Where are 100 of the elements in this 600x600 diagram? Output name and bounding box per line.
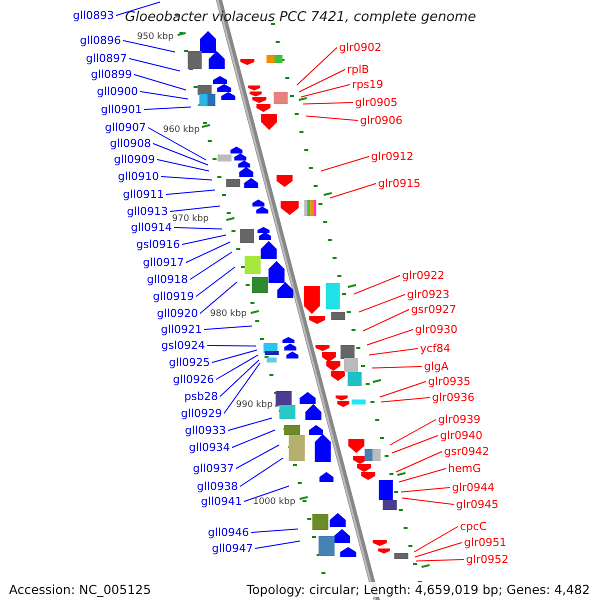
- gene-label: glr0945: [456, 498, 499, 511]
- gene-label: glr0923: [407, 288, 450, 301]
- leader-line: [298, 69, 346, 92]
- accession-text: Accession: NC_005125: [8, 582, 152, 597]
- leader-line: [148, 127, 206, 160]
- gene-label: gll0937: [192, 462, 234, 475]
- gene-label: gll0933: [184, 424, 226, 437]
- leader-line: [390, 419, 436, 446]
- gene-label: gll0925: [168, 356, 210, 369]
- leader-line: [250, 528, 298, 533]
- gene-label: gll0919: [152, 290, 194, 303]
- leader-line: [128, 58, 180, 72]
- gene-label: glr0944: [452, 481, 495, 494]
- leader-line: [396, 451, 442, 472]
- gene-label: glr0906: [360, 114, 403, 127]
- leader-line: [140, 91, 188, 100]
- leader-line: [236, 444, 280, 469]
- gene-label: rplB: [347, 63, 370, 76]
- gene-label: glr0939: [438, 413, 481, 426]
- position-label: 990 kbp: [236, 400, 273, 411]
- leader-line: [402, 498, 454, 505]
- gene-label: gll0896: [80, 34, 121, 47]
- gene-label: gll0934: [188, 441, 230, 454]
- gene-label: hemG: [448, 462, 481, 475]
- gene-label: glr0940: [440, 429, 483, 442]
- leader-line: [368, 348, 418, 356]
- gene-label: gll0899: [90, 68, 132, 81]
- leader-line: [414, 526, 458, 552]
- leader-line: [232, 430, 276, 448]
- genome-title: Gloeobacter violaceus PCC 7421, complete genome: [125, 9, 476, 25]
- leader-line: [372, 366, 422, 368]
- leader-line: [224, 362, 260, 414]
- leader-line: [166, 190, 216, 195]
- position-label: 1000 kbp: [253, 497, 296, 508]
- leader-line: [190, 252, 232, 280]
- summary-text: Topology: circular; Length: 4,659,019 bp; Genes: 4,482: [246, 582, 591, 597]
- gene-label: rps19: [352, 78, 384, 91]
- gene-label: gll0908: [110, 137, 151, 150]
- leader-line: [206, 345, 256, 346]
- position-label: 950 kbp: [137, 32, 174, 43]
- gene-label: gll0929: [180, 407, 222, 420]
- leader-line: [116, 2, 160, 16]
- leader-line: [228, 418, 272, 431]
- gene-label: gll0897: [86, 52, 127, 65]
- gene-label: glr0936: [432, 391, 475, 404]
- leader-line: [134, 74, 186, 90]
- gene-label: gll0913: [126, 205, 168, 218]
- leader-line: [152, 143, 208, 166]
- leader-line: [392, 435, 438, 454]
- gene-label: gsl0916: [136, 238, 180, 251]
- gene-label: gll0926: [172, 373, 214, 386]
- leader-line: [414, 542, 462, 558]
- leader-line: [380, 397, 430, 402]
- leader-line: [296, 47, 338, 86]
- leader-line: [174, 227, 222, 230]
- gene-label: glr0915: [378, 177, 421, 190]
- gene-label: glr0935: [428, 375, 471, 388]
- leader-line: [212, 350, 258, 363]
- leader-line: [216, 354, 258, 380]
- leader-line: [330, 183, 376, 198]
- leader-line: [220, 360, 260, 397]
- gene-label: glr0930: [415, 323, 458, 336]
- gene-label: cpcC: [460, 520, 487, 533]
- leader-line: [170, 206, 220, 212]
- gene-label: ycf84: [420, 342, 450, 355]
- leader-line: [416, 559, 464, 562]
- gene-label: gll0938: [196, 480, 238, 493]
- gene-label: gll0911: [122, 188, 164, 201]
- leader-line: [160, 176, 212, 180]
- gene-label: gll0901: [100, 103, 142, 116]
- gene-label: gsl0924: [161, 339, 205, 352]
- position-label: 960 kbp: [163, 125, 200, 136]
- leader-line: [380, 381, 426, 398]
- position-label: 970 kbp: [172, 214, 209, 225]
- leader-line: [400, 487, 450, 492]
- gene-label: gll0893: [72, 9, 114, 22]
- leader-line: [156, 159, 210, 172]
- gene-label: glr0952: [466, 553, 509, 566]
- gene-label: glr0951: [464, 536, 507, 549]
- leader-line: [182, 234, 226, 245]
- leader-line: [358, 294, 406, 312]
- gene-label: gll0921: [160, 323, 202, 336]
- leader-line: [186, 242, 230, 263]
- leader-line: [366, 329, 414, 346]
- gene-label: gll0909: [114, 153, 155, 166]
- leader-line: [320, 156, 370, 172]
- gene-label: gll0914: [130, 221, 172, 234]
- gene-label: gll0920: [156, 307, 198, 320]
- gene-label: gll0910: [118, 170, 159, 183]
- leader-line: [144, 106, 192, 110]
- gene-label: gll0941: [200, 495, 242, 508]
- gene-label: gll0907: [104, 121, 146, 134]
- leader-line: [200, 282, 238, 314]
- leader-line: [300, 84, 350, 98]
- gene-label: gll0947: [212, 542, 253, 555]
- gene-label: gll0946: [208, 526, 249, 539]
- gene-label: psb28: [184, 390, 218, 403]
- leader-line: [122, 40, 176, 52]
- leader-line: [354, 275, 400, 294]
- leader-line: [254, 540, 300, 549]
